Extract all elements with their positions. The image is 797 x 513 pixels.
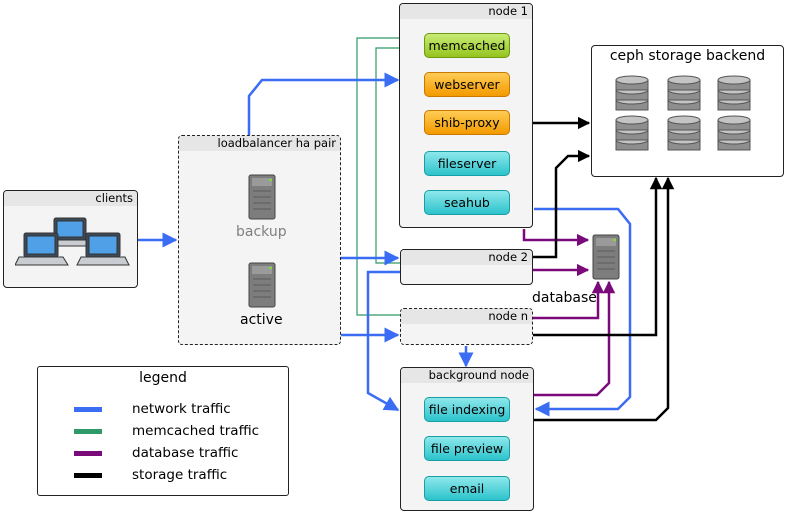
node1-title: node 1 [488,4,528,18]
disk-stack-icon [615,115,649,151]
legend-swatch-database [74,451,102,456]
memcached-service: memcached [424,33,510,58]
disk-stack-icon [717,75,751,111]
disk-stack-icon [717,115,751,151]
ceph-storage-box: ceph storage backend [591,45,784,177]
database-server-icon [592,234,620,280]
backup-server-icon [248,174,276,220]
database-label: database [532,290,597,306]
laptops-icon [15,217,130,266]
file-preview-service: file preview [424,436,510,461]
legend-swatch-memcached [74,429,102,434]
ceph-title: ceph storage backend [609,48,766,64]
noden-title: node n [488,309,528,323]
shib-proxy-service: shib-proxy [424,110,510,135]
disk-stack-icon [667,75,701,111]
seahub-service: seahub [424,190,510,215]
node2-title: node 2 [488,250,528,264]
legend-label-network: network traffic [132,401,231,417]
node2-box: node 2 [400,249,533,285]
backup-label: backup [236,224,287,240]
email-service: email [424,476,510,501]
clients-box: clients [3,190,138,288]
legend-swatch-network [74,407,102,412]
storage-traffic-lines [533,116,675,422]
file-indexing-service: file indexing [424,397,510,422]
disk-stack-icon [615,75,649,111]
loadbalancer-box: loadbalancer ha pair backup active [178,135,341,345]
legend-title: legend [139,370,187,386]
network-traffic-lines [137,72,632,417]
noden-box: node n [400,308,533,345]
legend-label-database: database traffic [132,445,239,461]
webserver-service: webserver [424,72,510,97]
legend-label-memcached: memcached traffic [132,423,260,439]
legend-label-storage: storage traffic [132,467,228,483]
clients-title: clients [95,191,133,205]
legend-swatch-storage [74,473,102,478]
active-server-icon [248,262,276,308]
legend-box: legend network traffic memcached traffic… [37,366,289,496]
active-label: active [240,312,283,328]
storage-disks-icon [615,75,751,151]
disk-stack-icon [667,115,701,151]
loadbalancer-title: loadbalancer ha pair [217,136,337,150]
fileserver-service: fileserver [424,151,510,176]
database-traffic-lines [522,229,616,397]
background-node-title: background node [428,368,529,382]
